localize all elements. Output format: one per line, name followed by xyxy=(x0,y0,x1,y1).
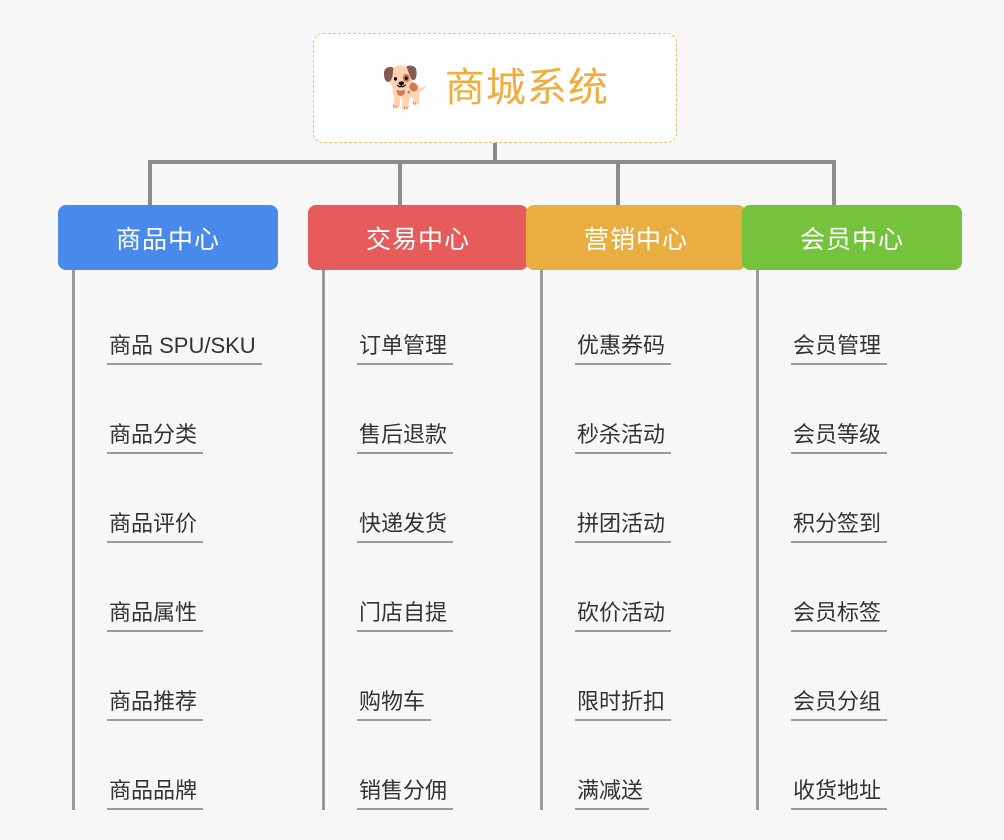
list-item[interactable]: 拼团活动 xyxy=(543,454,746,543)
list-item-label: 商品推荐 xyxy=(107,688,204,721)
list-item[interactable]: 满减送 xyxy=(543,721,746,810)
list-item-label: 商品分类 xyxy=(107,421,204,454)
branch-header-trade-center[interactable]: 交易中心 xyxy=(308,205,528,270)
list-item[interactable]: 限时折扣 xyxy=(543,632,746,721)
list-item-label: 销售分佣 xyxy=(357,777,454,810)
list-item-label: 商品属性 xyxy=(107,599,204,632)
list-item-label: 会员标签 xyxy=(791,599,888,632)
list-item-label: 门店自提 xyxy=(357,599,454,632)
branch-items-trade-center: 订单管理 售后退款 快递发货 门店自提 购物车 销售分佣 xyxy=(322,270,528,810)
list-item-label: 秒杀活动 xyxy=(575,421,672,454)
list-item-label: 积分签到 xyxy=(791,510,888,543)
shiba-dog-face-icon: 🐕 xyxy=(381,66,431,110)
list-item[interactable]: 商品属性 xyxy=(75,543,278,632)
branch-marketing-center: 营销中心 优惠券码 秒杀活动 拼团活动 砍价活动 限时折扣 满减送 xyxy=(526,205,746,810)
list-item-label: 购物车 xyxy=(357,688,432,721)
list-item[interactable]: 会员分组 xyxy=(759,632,962,721)
list-item[interactable]: 秒杀活动 xyxy=(543,365,746,454)
connector-drop-2 xyxy=(398,160,402,208)
list-item[interactable]: 购物车 xyxy=(325,632,528,721)
list-item-label: 会员分组 xyxy=(791,688,888,721)
list-item-label: 商品 SPU/SKU xyxy=(107,332,262,365)
connector-horizontal-bus xyxy=(148,160,836,164)
list-item[interactable]: 门店自提 xyxy=(325,543,528,632)
list-item[interactable]: 商品品牌 xyxy=(75,721,278,810)
branch-trade-center: 交易中心 订单管理 售后退款 快递发货 门店自提 购物车 销售分佣 xyxy=(308,205,528,810)
list-item-label: 会员等级 xyxy=(791,421,888,454)
branch-items-marketing-center: 优惠券码 秒杀活动 拼团活动 砍价活动 限时折扣 满减送 xyxy=(540,270,746,810)
list-item-label: 拼团活动 xyxy=(575,510,672,543)
connector-drop-4 xyxy=(832,160,836,208)
list-item[interactable]: 会员管理 xyxy=(759,276,962,365)
list-item-label: 商品品牌 xyxy=(107,777,204,810)
list-item-label: 优惠券码 xyxy=(575,332,672,365)
branch-header-member-center[interactable]: 会员中心 xyxy=(742,205,962,270)
list-item[interactable]: 售后退款 xyxy=(325,365,528,454)
root-title: 商城系统 xyxy=(444,66,609,110)
root-node[interactable]: 🐕 商城系统 xyxy=(313,33,677,143)
list-item-label: 会员管理 xyxy=(791,332,888,365)
list-item[interactable]: 收货地址 xyxy=(759,721,962,810)
list-item-label: 限时折扣 xyxy=(575,688,672,721)
list-item[interactable]: 会员标签 xyxy=(759,543,962,632)
list-item-label: 售后退款 xyxy=(357,421,454,454)
connector-drop-1 xyxy=(148,160,152,208)
list-item[interactable]: 会员等级 xyxy=(759,365,962,454)
list-item-label: 商品评价 xyxy=(107,510,204,543)
list-item[interactable]: 商品推荐 xyxy=(75,632,278,721)
connector-root-stem xyxy=(493,143,497,162)
list-item-label: 快递发货 xyxy=(357,510,454,543)
list-item-label: 收货地址 xyxy=(791,777,888,810)
connector-drop-3 xyxy=(616,160,620,208)
list-item[interactable]: 商品 SPU/SKU xyxy=(75,276,278,365)
list-item[interactable]: 砍价活动 xyxy=(543,543,746,632)
branch-items-member-center: 会员管理 会员等级 积分签到 会员标签 会员分组 收货地址 xyxy=(756,270,962,810)
list-item[interactable]: 商品分类 xyxy=(75,365,278,454)
branch-header-marketing-center[interactable]: 营销中心 xyxy=(526,205,746,270)
list-item[interactable]: 商品评价 xyxy=(75,454,278,543)
list-item[interactable]: 订单管理 xyxy=(325,276,528,365)
list-item-label: 砍价活动 xyxy=(575,599,672,632)
list-item-label: 订单管理 xyxy=(357,332,454,365)
list-item-label: 满减送 xyxy=(575,777,650,810)
list-item[interactable]: 优惠券码 xyxy=(543,276,746,365)
list-item[interactable]: 快递发货 xyxy=(325,454,528,543)
branch-product-center: 商品中心 商品 SPU/SKU 商品分类 商品评价 商品属性 商品推荐 商品品牌 xyxy=(58,205,278,810)
list-item[interactable]: 积分签到 xyxy=(759,454,962,543)
list-item[interactable]: 销售分佣 xyxy=(325,721,528,810)
branch-items-product-center: 商品 SPU/SKU 商品分类 商品评价 商品属性 商品推荐 商品品牌 xyxy=(72,270,278,810)
branch-header-product-center[interactable]: 商品中心 xyxy=(58,205,278,270)
branch-member-center: 会员中心 会员管理 会员等级 积分签到 会员标签 会员分组 收货地址 xyxy=(742,205,962,810)
